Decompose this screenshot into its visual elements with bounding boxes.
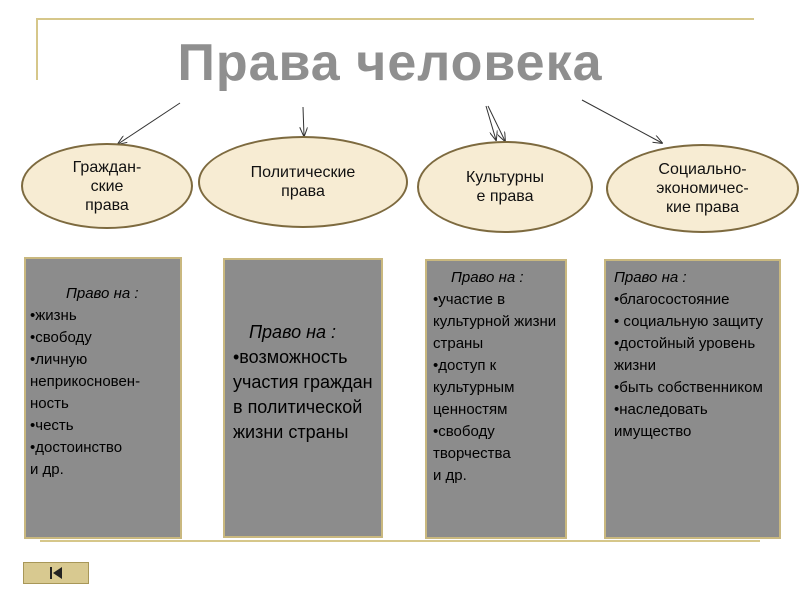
list-item: •честь	[30, 417, 74, 434]
list-item: •участие в культурной жизни страны	[433, 291, 557, 352]
box-civil-rights: Право на : •жизнь •свободу •личную непри…	[24, 257, 182, 539]
frame-left-line	[36, 18, 38, 80]
list-item: • социальную защиту	[614, 313, 763, 330]
frame-top-line	[36, 18, 754, 20]
box-heading: Право на :	[66, 285, 139, 302]
arrow-to-civil	[118, 102, 181, 144]
frame-bottom-line	[40, 540, 760, 542]
oval-label: Социально- экономичес- кие права	[656, 161, 749, 216]
back-to-start-button[interactable]	[23, 562, 89, 584]
oval-socioeconomic-rights: Социально- экономичес- кие права	[606, 144, 799, 233]
list-item: •благосостояние	[614, 291, 730, 308]
box-socioeconomic-rights: Право на : •благосостояние • социальную …	[604, 259, 781, 539]
list-item: •достойный уровень жизни	[614, 335, 756, 374]
list-item: и др.	[433, 467, 467, 484]
arrow-to-cultural-2	[487, 105, 505, 141]
list-item: •свободу	[30, 329, 92, 346]
list-item: •жизнь	[30, 307, 77, 324]
back-to-start-icon	[50, 567, 62, 579]
box-cultural-rights: Право на : •участие в культурной жизни с…	[425, 259, 567, 539]
oval-political-rights: Политические права	[198, 136, 408, 228]
oval-civil-rights: Граждан- ские права	[21, 143, 193, 229]
arrow-to-cultural-1	[485, 105, 496, 140]
list-item: •достоинство	[30, 439, 123, 456]
oval-label: Граждан- ские права	[72, 158, 142, 214]
list-item: •возможность участия граждан в политичес…	[233, 347, 373, 442]
list-item: •свободу творчества	[433, 423, 511, 462]
list-item: •доступ к культурным ценностям	[433, 357, 515, 418]
box-heading: Право на :	[249, 322, 336, 342]
list-item: •личную неприкосновен-ность	[30, 351, 141, 412]
box-heading: Право на :	[614, 269, 687, 286]
oval-cultural-rights: Культурны е права	[417, 141, 593, 233]
list-item: •наследовать имущество	[614, 401, 708, 440]
list-item: •быть собственником	[614, 379, 763, 396]
box-heading: Право на :	[451, 269, 524, 286]
arrow-to-political	[303, 106, 304, 136]
arrow-to-socioeconomic	[581, 99, 662, 143]
oval-label: Культурны е права	[466, 169, 544, 205]
box-political-rights: Право на : •возможность участия граждан …	[223, 258, 383, 538]
list-item: и др.	[30, 461, 64, 478]
oval-label: Политические права	[250, 164, 356, 200]
page-title: Права человека	[177, 34, 603, 92]
